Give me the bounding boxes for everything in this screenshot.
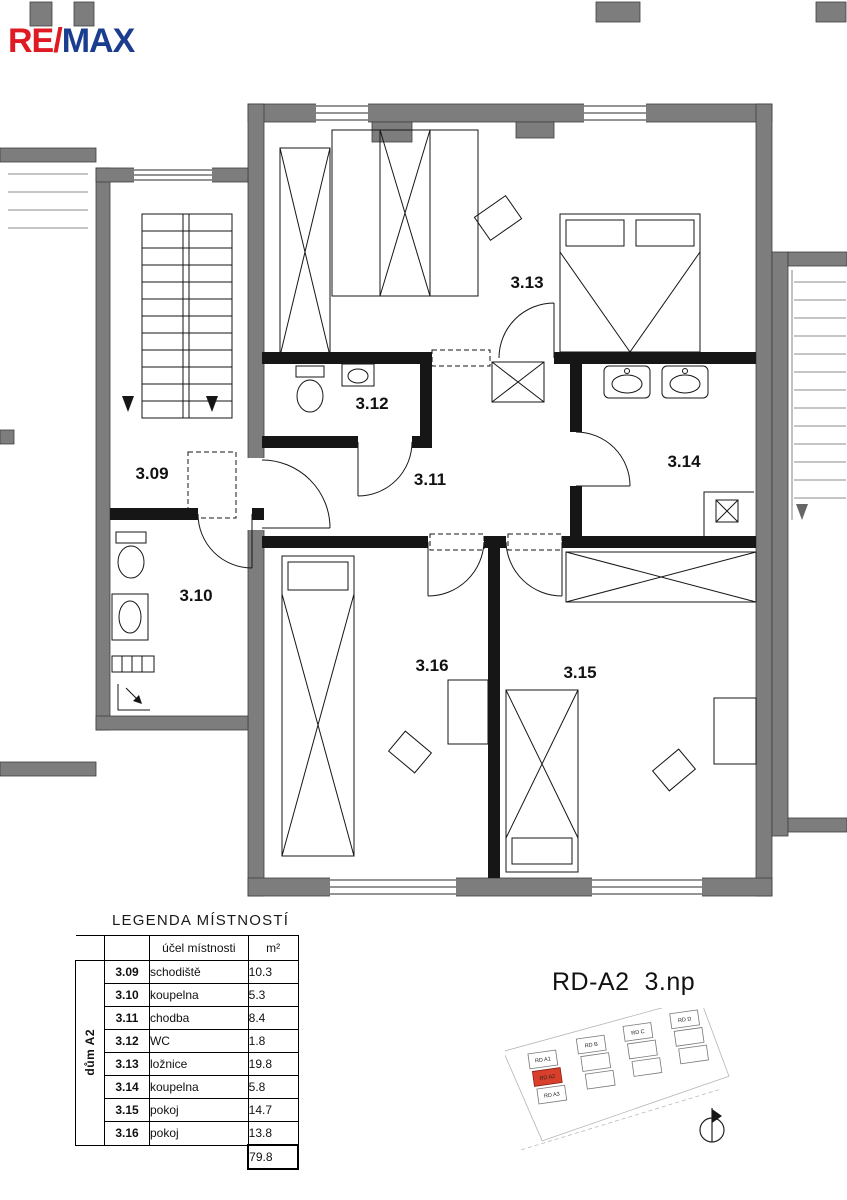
legend-cell-area: 8.4: [247, 1006, 299, 1030]
legend-cell-id: 3.12: [104, 1029, 150, 1053]
shaft: [491, 361, 545, 403]
dashed-openings: [187, 349, 563, 551]
legend-cell-id: 3.13: [104, 1052, 150, 1076]
legend-row: 3.13 ložnice 19.8: [76, 1052, 299, 1076]
building-label-rd-a1: RD A1: [535, 1056, 552, 1064]
legend-row: 3.16 pokoj 13.8: [76, 1121, 299, 1146]
logo-slash: /: [53, 22, 63, 60]
legend-cell-area: 13.8: [247, 1121, 299, 1146]
building-label-rd-a2: RD A2: [539, 1074, 556, 1082]
legend-cell-area: 19.8: [247, 1052, 299, 1076]
legend-cell-name: schodiště: [148, 960, 249, 984]
legend-cell-id: 3.10: [104, 983, 150, 1007]
staircase: [122, 213, 233, 419]
legend-cell-name: koupelna: [148, 983, 249, 1007]
legend-total-area: 79.8: [247, 1144, 299, 1170]
house-label-cell: dům A2: [75, 960, 105, 1146]
legend-cell-id: 3.14: [104, 1075, 150, 1099]
legend-cell-name: chodba: [148, 1006, 249, 1030]
legend-row: 3.12 WC 1.8: [76, 1029, 299, 1053]
building: [627, 1039, 658, 1060]
legend-cell-id: 3.11: [104, 1006, 150, 1030]
legend-cell-name: koupelna: [148, 1075, 249, 1099]
legend-table: účel místnosti m² dům A2 3.09 schodiště …: [75, 935, 299, 1170]
room-label-3-09: 3.09: [135, 464, 168, 483]
building-label-rd-b: RD B: [584, 1042, 598, 1050]
legend-cell-id: 3.09: [104, 960, 150, 984]
legend-cell-area: 5.3: [247, 983, 299, 1007]
room-label-3-13: 3.13: [510, 273, 543, 292]
legend-header-purpose: účel místnosti: [148, 935, 249, 961]
legend-cell-id: 3.16: [104, 1121, 150, 1146]
room-label-3-14: 3.14: [667, 452, 701, 471]
site-minimap: RD A1 RD A2 RD A3 RD B RD C RD D: [505, 1008, 730, 1151]
sheet-title: RD-A2 3.np: [552, 968, 695, 997]
room-label-3-12: 3.12: [355, 394, 388, 413]
building-rd-d: [669, 1009, 700, 1030]
legend-cell-name: pokoj: [148, 1121, 249, 1146]
sheet-title-name: RD-A2: [552, 968, 630, 996]
legend-cell-area: 10.3: [247, 960, 299, 984]
legend-row: 3.10 koupelna 5.3: [76, 983, 299, 1007]
house-label: dům A2: [83, 1029, 97, 1077]
legend-cell-name: WC: [148, 1029, 249, 1053]
legend-cell-name: ložnice: [148, 1052, 249, 1076]
building-rd-a1: [527, 1049, 559, 1070]
logo-max: MAX: [61, 22, 136, 60]
door-swings: [197, 302, 631, 597]
legend-header-unit: m²: [247, 935, 299, 961]
building: [580, 1052, 612, 1072]
legend-cell-id: 3.15: [104, 1098, 150, 1122]
legend-total-row: 79.8: [76, 1144, 299, 1170]
legend-row: 3.14 koupelna 5.8: [76, 1075, 299, 1099]
site-buildings: RD A1 RD A2 RD A3 RD B RD C RD D: [505, 1008, 730, 1151]
building-rd-a3: [536, 1084, 568, 1105]
legend-title: LEGENDA MÍSTNOSTÍ: [112, 912, 290, 929]
windows: [134, 103, 702, 897]
interior-walls: [110, 352, 756, 878]
legend-header-row: účel místnosti m²: [76, 935, 299, 961]
room-label-3-11: 3.11: [414, 470, 446, 489]
legend-cell-name: pokoj: [148, 1098, 249, 1122]
building-label-rd-c: RD C: [631, 1029, 645, 1037]
sheet-title-floor: 3.np: [644, 968, 696, 996]
legend-cell-area: 14.7: [247, 1098, 299, 1122]
building-rd-a2-highlight: [531, 1067, 563, 1087]
north-arrow-icon: [699, 1108, 725, 1143]
room-labels: 3.09 3.10 3.11 3.12 3.13 3.14 3.15 3.16: [135, 273, 701, 682]
neighbor-fragments: [8, 173, 846, 520]
legend-cell-area: 1.8: [247, 1029, 299, 1053]
room-legend: LEGENDA MÍSTNOSTÍ účel místnosti m² dům …: [75, 912, 299, 1170]
building-label-rd-a3: RD A3: [544, 1091, 561, 1099]
legend-cell-area: 5.8: [247, 1075, 299, 1099]
building-rd-c: [622, 1022, 654, 1042]
building: [584, 1069, 616, 1090]
building: [631, 1057, 663, 1077]
building-rd-b: [575, 1034, 607, 1055]
building: [678, 1044, 709, 1065]
remax-logo: RE/MAX: [8, 22, 136, 60]
legend-row: dům A2 3.09 schodiště 10.3: [75, 960, 299, 1146]
room-label-3-15: 3.15: [563, 663, 596, 682]
legend-row: 3.15 pokoj 14.7: [76, 1098, 299, 1122]
logo-re: RE: [8, 22, 54, 60]
building-label-rd-d: RD D: [678, 1016, 692, 1024]
building: [673, 1027, 705, 1047]
room-label-3-16: 3.16: [415, 656, 448, 675]
room-label-3-10: 3.10: [179, 586, 212, 605]
furniture: [111, 129, 757, 873]
legend-row: 3.11 chodba 8.4: [76, 1006, 299, 1030]
